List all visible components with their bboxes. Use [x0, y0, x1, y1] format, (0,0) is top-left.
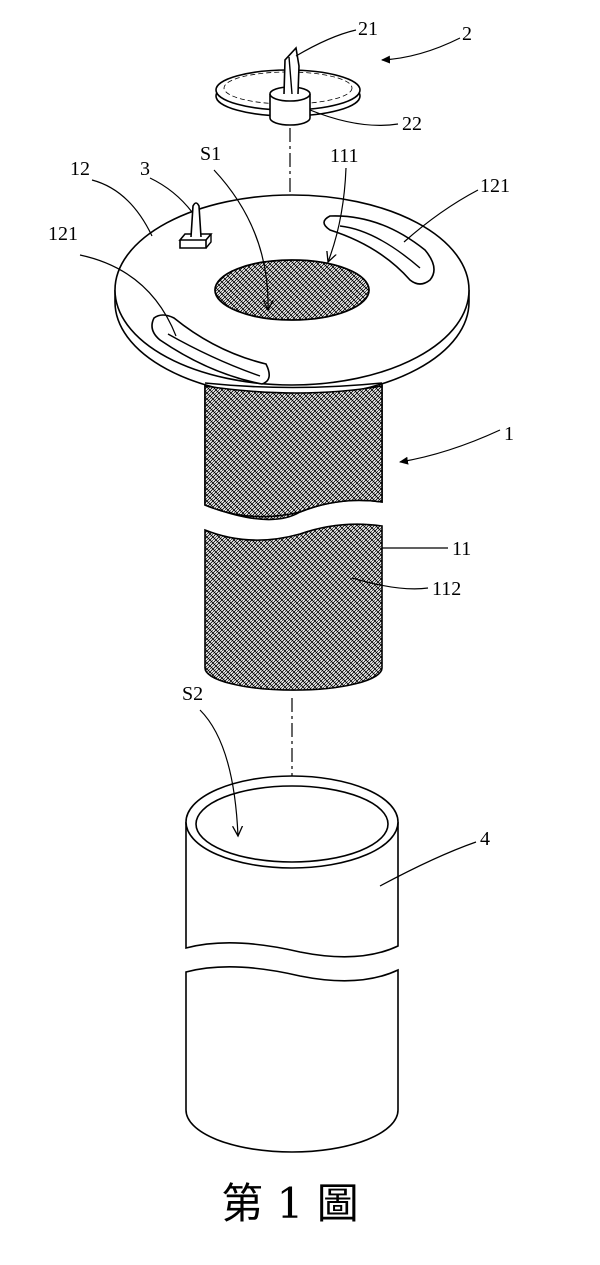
- nozzle-base: [179, 240, 207, 249]
- sleeve-lower-body: [185, 966, 399, 1153]
- label-mesh-tube: 11: [452, 538, 471, 560]
- label-opening: 111: [330, 145, 359, 167]
- slot-right: [323, 215, 435, 285]
- label-s1: S1: [200, 143, 221, 165]
- figure-caption: 第 1 圖: [221, 1179, 358, 1228]
- label-s2: S2: [182, 683, 203, 705]
- slot-left: [151, 314, 270, 385]
- sleeve-inner: [195, 785, 389, 863]
- label-flange: 12: [70, 158, 90, 180]
- nozzle-stem: [190, 202, 202, 238]
- label-slot-left: 121: [48, 223, 78, 245]
- label-mesh: 112: [432, 578, 461, 600]
- cap-assembly: [215, 46, 361, 126]
- plug-body: [269, 94, 311, 126]
- pin-shaft: [283, 46, 300, 95]
- label-cap: 2: [462, 23, 472, 45]
- sleeve: [185, 775, 399, 1153]
- flange-opening: [214, 259, 370, 321]
- mesh-tube-lower: [204, 523, 383, 691]
- label-slot-right: 121: [480, 175, 510, 197]
- label-filter: 1: [504, 423, 514, 445]
- label-plug: 22: [402, 113, 422, 135]
- mesh-tube-mid: [204, 385, 383, 518]
- label-pin: 21: [358, 18, 378, 40]
- label-nozzle: 3: [140, 158, 150, 180]
- label-sleeve: 4: [480, 828, 490, 850]
